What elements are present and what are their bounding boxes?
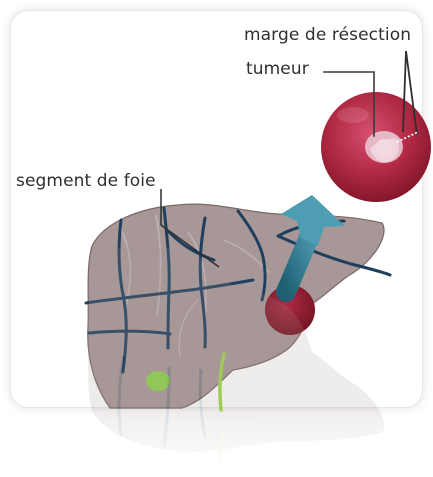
reflection-fade-overlay bbox=[0, 410, 433, 477]
liver-segment-label: segment de foie bbox=[16, 173, 156, 190]
resection-margin-label: marge de résection bbox=[244, 27, 411, 44]
resection-specimen-icon bbox=[321, 92, 431, 202]
tumor-label: tumeur bbox=[246, 61, 309, 78]
